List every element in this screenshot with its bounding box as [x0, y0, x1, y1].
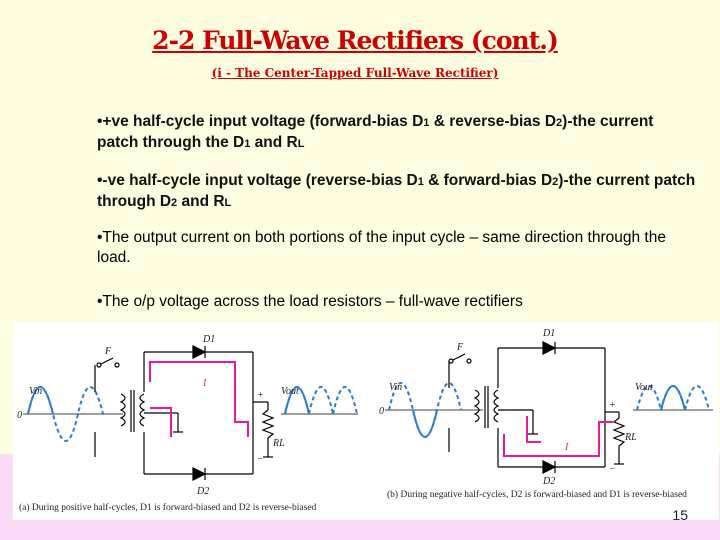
label-current-b: I — [564, 442, 569, 453]
label-d2-a: D2 — [196, 486, 209, 497]
secondary-coil-b — [493, 389, 500, 423]
label-vout-a: Vout — [281, 386, 299, 397]
primary-coil-a — [119, 393, 126, 427]
rectifier-circuit-figure: Vin 0 D1 D2 RL I Vout F + − Vin 0 D1 D2 … — [13, 322, 719, 520]
label-zero-b: 0 — [379, 406, 384, 417]
label-rl-b: RL — [624, 432, 637, 443]
switch-node-a2 — [114, 362, 120, 368]
bullet-positive-cycle: •+ve half-cycle input voltage (forward-b… — [97, 113, 654, 151]
current-path-b — [503, 421, 613, 457]
label-vout-b: Vout — [635, 382, 653, 393]
label-vin-b: Vin — [389, 382, 402, 393]
diode-d2-b — [542, 460, 557, 474]
label-current-a: I — [202, 378, 207, 389]
diode-d2-a — [192, 467, 207, 481]
label-plus-b: + — [609, 400, 616, 411]
resistor-rl-b — [612, 412, 626, 452]
switch-node-a — [96, 362, 102, 368]
diode-d1-b — [542, 341, 557, 355]
label-f-b: F — [456, 342, 464, 353]
circuit-a — [23, 345, 358, 481]
label-f-a: F — [104, 346, 112, 357]
secondary-coil-a — [139, 393, 146, 427]
label-zero-a: 0 — [17, 410, 22, 421]
caption-a: (a) During positive half-cycles, D1 is f… — [19, 503, 317, 513]
slide-title: 2-2 Full-Wave Rectifiers (cont.) — [152, 26, 559, 55]
label-vin-a: Vin — [29, 386, 42, 397]
label-minus-b: − — [609, 464, 616, 475]
bullet-output-current: •The output current on both portions of … — [97, 229, 666, 266]
label-minus-a: − — [257, 454, 264, 465]
resistor-rl-a — [261, 402, 275, 444]
vin-wave-a-solid — [27, 386, 54, 415]
label-d1-b: D1 — [542, 328, 555, 339]
circuit-diagrams: Vin 0 D1 D2 RL I Vout F + − Vin 0 D1 D2 … — [17, 328, 713, 497]
caption-b: (b) During negative half-cycles, D2 is f… — [387, 490, 687, 500]
switch-a — [100, 357, 114, 365]
page-number: 15 — [672, 507, 688, 523]
label-d1-a: D1 — [202, 334, 215, 345]
label-rl-a: RL — [272, 438, 285, 449]
current-path-a — [149, 361, 249, 437]
circuit-b — [385, 341, 713, 474]
label-d2-b: D2 — [542, 476, 555, 487]
bullet-output-voltage: •The o/p voltage across the load resisto… — [97, 293, 523, 310]
primary-coil-b — [473, 389, 480, 423]
label-plus-a: + — [257, 390, 264, 401]
bullet-negative-cycle: •-ve half-cycle input voltage (reverse-b… — [97, 172, 696, 210]
slide-subtitle: (i - The Center-Tapped Full-Wave Rectifi… — [211, 66, 499, 80]
diode-d1-a — [192, 345, 207, 359]
